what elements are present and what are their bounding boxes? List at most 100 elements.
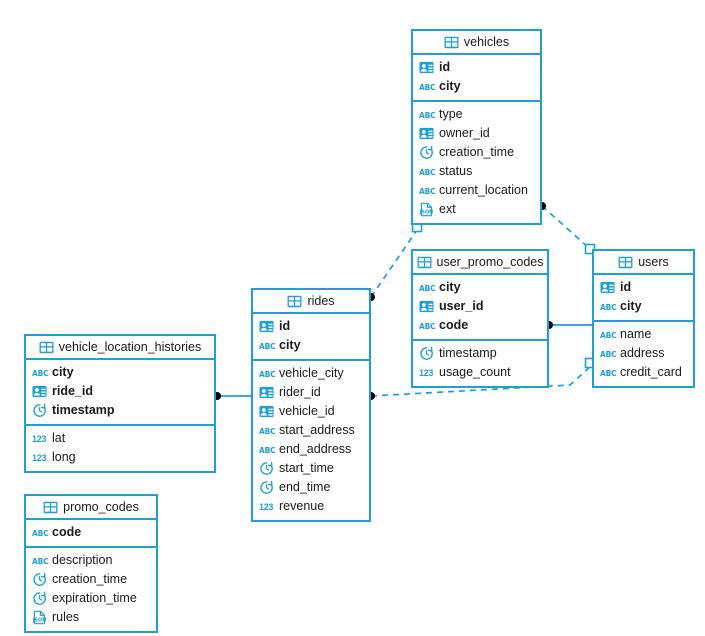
abc-icon: ABC [600,350,617,359]
field-creation_time[interactable]: creation_time [26,570,156,589]
field-long[interactable]: 123 long [26,448,214,467]
entity-header-vehicle_location_histories[interactable]: vehicle_location_histories [26,336,214,360]
abc-icon: ABC [419,168,436,177]
entity-header-users[interactable]: users [594,251,693,275]
clock-icon [419,145,434,160]
field-label: expiration_time [52,591,137,605]
table-icon [417,256,432,269]
field-creation_time[interactable]: creation_time [413,143,540,162]
field-end_time[interactable]: end_time [253,478,369,497]
field-owner_id[interactable]: owner_id [413,124,540,143]
field-label: creation_time [52,572,128,586]
abc-icon: ABC [259,342,276,351]
field-label: revenue [279,499,325,513]
field-expiration_time[interactable]: expiration_time [26,589,156,608]
table-icon [618,256,633,269]
key-field-ride_id[interactable]: ride_id [26,382,214,401]
number-icon: 123 [419,368,434,378]
key-field-user_id[interactable]: user_id [413,297,547,316]
json-icon: JSON [32,610,47,625]
entity-title: rides [307,294,335,308]
field-rules[interactable]: JSON rules [26,608,156,627]
field-timestamp[interactable]: timestamp [413,344,547,363]
key-field-timestamp[interactable]: timestamp [26,401,214,420]
relationship-upc-to-users[interactable] [545,321,592,329]
field-label: timestamp [439,346,497,360]
field-usage_count[interactable]: 123 usage_count [413,363,547,382]
uuid-icon [600,280,615,295]
uuid-icon [259,404,274,419]
field-label: city [620,299,642,313]
field-label: current_location [439,183,528,197]
number-icon: 123 [32,453,47,463]
json-icon: JSON [419,202,434,217]
clock-icon [32,591,47,606]
uuid-icon [419,60,434,75]
field-label: address [620,346,665,360]
abc-icon: ABC [600,303,617,312]
key-field-id[interactable]: id [594,278,693,297]
field-label: description [52,553,113,567]
field-label: usage_count [439,365,511,379]
field-label: owner_id [439,126,490,140]
entity-header-rides[interactable]: rides [253,290,369,314]
field-start_time[interactable]: start_time [253,459,369,478]
key-field-id[interactable]: id [253,317,369,336]
field-label: city [439,79,461,93]
abc-icon: ABC [259,370,276,379]
uuid-icon [419,299,434,314]
field-label: type [439,107,463,121]
uuid-icon [419,126,434,141]
column-section: timestamp 123 usage_count [413,341,547,386]
field-label: rider_id [279,385,321,399]
relationship-vlh-to-rides[interactable] [213,392,251,400]
field-label: user_id [439,299,484,313]
field-vehicle_id[interactable]: vehicle_id [253,402,369,421]
relationship-vehicles-to-users[interactable] [538,202,596,255]
field-rider_id[interactable]: rider_id [253,383,369,402]
entity-header-vehicles[interactable]: vehicles [413,31,540,55]
clock-icon [259,461,274,476]
uuid-icon [259,319,274,334]
key-field-id[interactable]: id [413,58,540,77]
field-label: vehicle_city [279,366,344,380]
field-label: long [52,450,76,464]
entity-header-promo_codes[interactable]: promo_codes [26,496,156,520]
entity-header-user_promo_codes[interactable]: user_promo_codes [413,251,547,275]
field-label: rules [52,610,80,624]
